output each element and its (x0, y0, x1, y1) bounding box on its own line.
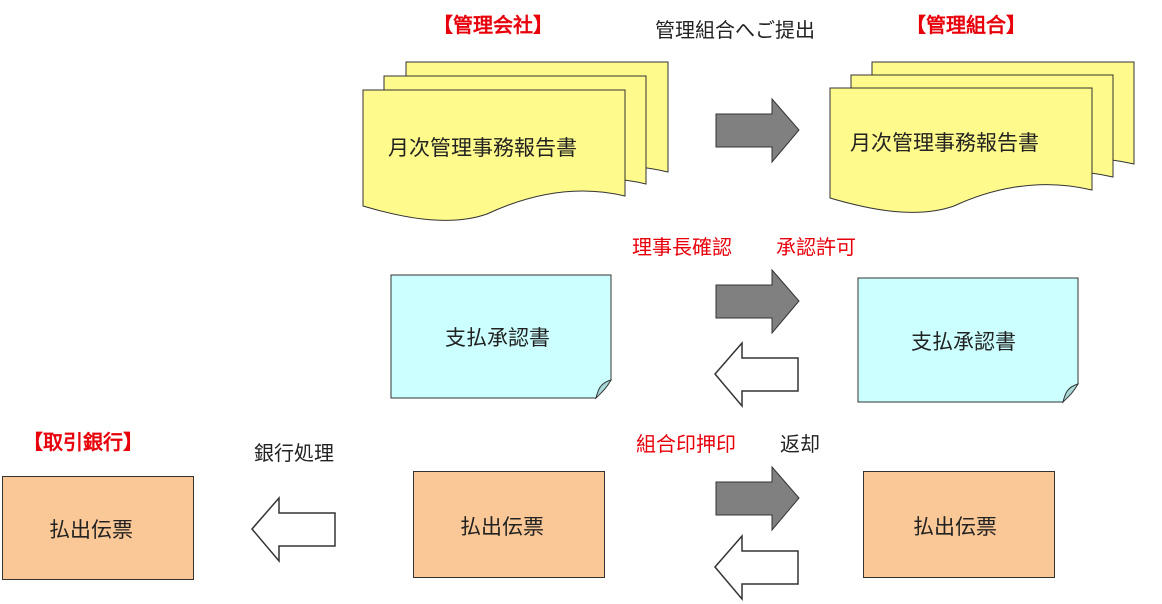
payment-slip-association-label: 払出伝票 (913, 515, 997, 539)
heading-management-company: 【管理会社】 (433, 13, 553, 37)
payment-slip-bank (2, 476, 194, 580)
payment-approval-label-left: 支払承認書 (445, 326, 550, 350)
heading-bank: 【取引銀行】 (23, 430, 143, 454)
arrow-report-submit (715, 97, 800, 164)
payment-slip-company (413, 471, 605, 578)
monthly-report-label-left: 月次管理事務報告書 (388, 136, 577, 160)
arrow-approval-submit (715, 268, 800, 335)
note-submit: 管理組合へご提出 (655, 18, 815, 42)
note-return: 返却 (780, 432, 820, 456)
note-approval: 承認許可 (776, 235, 856, 259)
note-chairman-confirm: 理事長確認 (632, 235, 732, 259)
arrow-bank-processing (251, 495, 336, 564)
heading-management-association: 【管理組合】 (906, 13, 1026, 37)
arrow-slip-submit (715, 465, 800, 532)
payment-slip-bank-label: 払出伝票 (49, 518, 133, 542)
payment-approval-label-right: 支払承認書 (911, 330, 1016, 354)
note-bank-processing: 銀行処理 (254, 441, 334, 465)
payment-slip-company-label: 払出伝票 (460, 515, 544, 539)
monthly-report-label-right: 月次管理事務報告書 (850, 131, 1039, 155)
payment-slip-association (863, 471, 1055, 578)
note-seal: 組合印押印 (636, 432, 736, 456)
arrow-approval-return (714, 340, 799, 409)
arrow-slip-return (714, 533, 799, 602)
